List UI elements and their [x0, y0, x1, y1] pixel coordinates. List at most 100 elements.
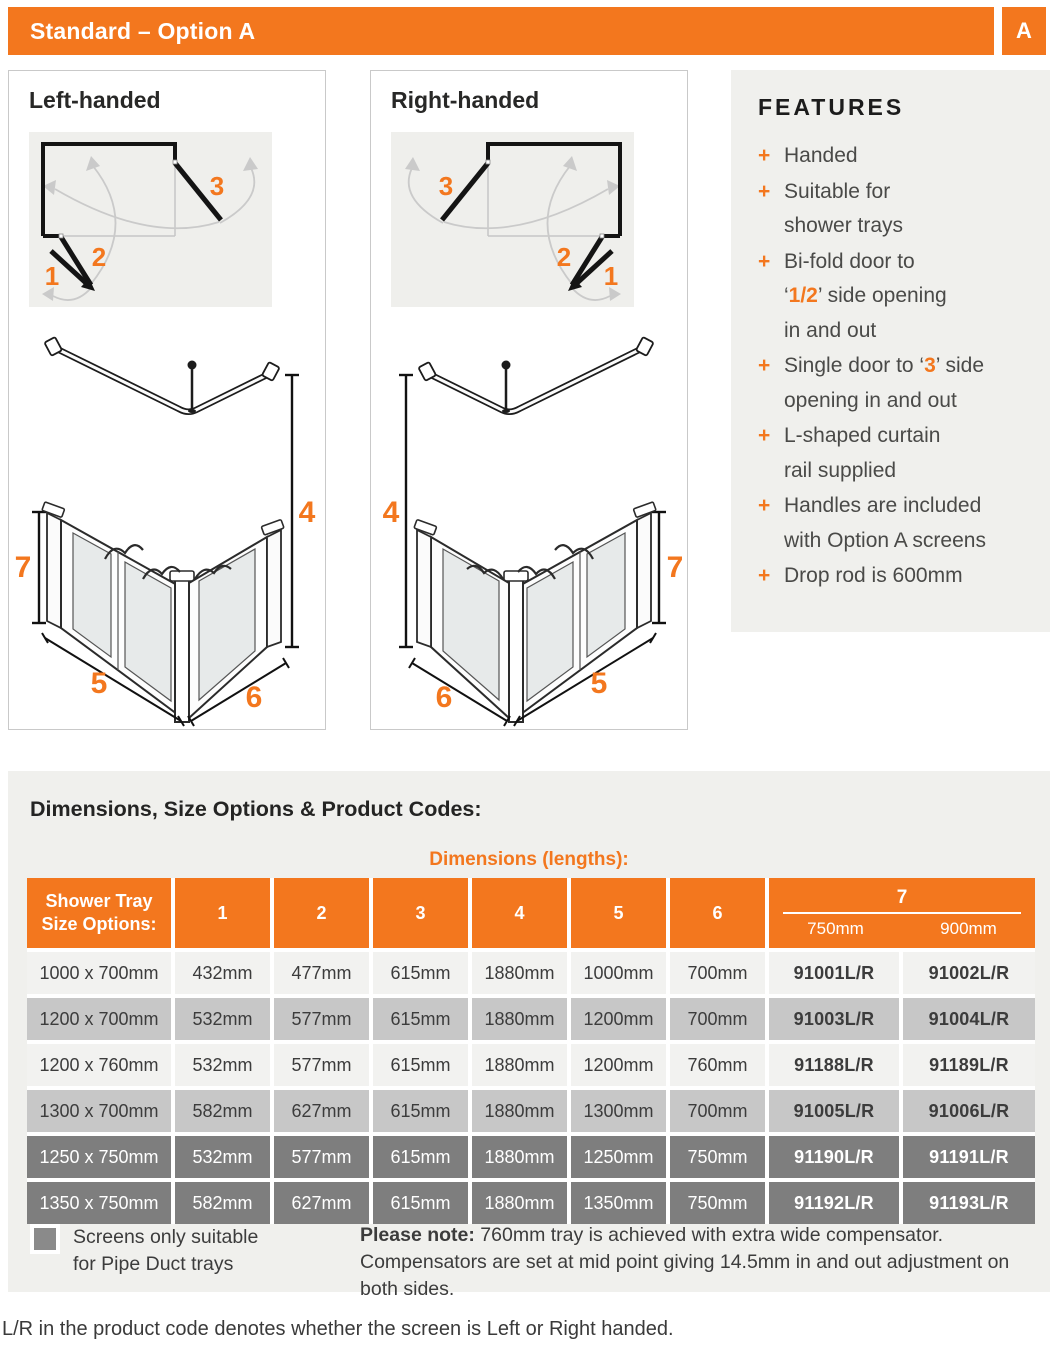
product-code-cell: 91003L/R: [767, 996, 903, 1044]
iso-label-6: 6: [436, 681, 453, 714]
header-width-option: 750mm: [807, 919, 864, 938]
dimension-cell: 1880mm: [470, 1042, 571, 1090]
tray-size-cell: 1350 x 750mm: [27, 1180, 175, 1224]
dimension-cell: 615mm: [371, 1042, 472, 1090]
tray-size-cell: 1200 x 700mm: [27, 996, 175, 1044]
right-handed-plan-diagram: 1 2 3: [391, 132, 634, 307]
dimension-cell: 477mm: [272, 950, 373, 998]
product-code-cell: 91005L/R: [767, 1088, 903, 1136]
dimension-cell: 1300mm: [569, 1088, 670, 1136]
dimension-cell: 1880mm: [470, 1180, 571, 1224]
dimension-cell: 1200mm: [569, 1042, 670, 1090]
feature-item: +Bi-fold door to ‘1/2’ side opening in a…: [758, 245, 1040, 349]
iso-label-5: 5: [91, 667, 108, 700]
feature-text: Suitable for shower trays: [784, 179, 904, 238]
dimension-cell: 532mm: [173, 996, 274, 1044]
gray-swatch-icon: [34, 1228, 56, 1250]
dimension-cell: 582mm: [173, 1180, 274, 1224]
iso-label-4: 4: [299, 496, 316, 529]
note-text: 760mm tray is achieved with extra wide c…: [360, 1224, 1010, 1300]
dimension-cell: 700mm: [668, 996, 769, 1044]
header-dim-6: 6: [668, 878, 769, 952]
plan-label-2: 2: [92, 242, 106, 272]
header-7-sublabels: 750mm 900mm: [769, 919, 1035, 939]
plan-label-2: 2: [557, 242, 571, 272]
product-code-cell: 91189L/R: [901, 1042, 1035, 1090]
dimensions-section: Dimensions, Size Options & Product Codes…: [8, 771, 1050, 1300]
pipe-duct-legend: Screens only suitable for Pipe Duct tray…: [30, 1224, 273, 1278]
dimension-cell: 750mm: [668, 1134, 769, 1182]
dimension-cell: 577mm: [272, 1134, 373, 1182]
dimension-cell: 1350mm: [569, 1180, 670, 1224]
dimension-cell: 1880mm: [470, 996, 571, 1044]
dimension-cell: 1880mm: [470, 950, 571, 998]
left-handed-title: Left-handed: [29, 87, 161, 113]
dimension-cell: 700mm: [668, 950, 769, 998]
footer-note: L/R in the product code denotes whether …: [2, 1318, 674, 1340]
dimension-cell: 1880mm: [470, 1134, 571, 1182]
header-dim-4: 4: [470, 878, 571, 952]
right-handed-panel: Right-handed 1 2 3 4 7 5 6: [370, 70, 688, 730]
header-dim-5: 5: [569, 878, 670, 952]
dimension-cell: 1880mm: [470, 1088, 571, 1136]
dimension-cell: 432mm: [173, 950, 274, 998]
features-heading: FEATURES: [758, 94, 905, 120]
header-shower-tray: Shower Tray Size Options:: [27, 878, 175, 952]
dimension-cell: 1250mm: [569, 1134, 670, 1182]
left-handed-screen-illustration: 4 7 5 6: [15, 329, 316, 729]
iso-label-5: 5: [591, 667, 608, 700]
product-code-cell: 91002L/R: [901, 950, 1035, 998]
right-handed-title: Right-handed: [391, 87, 540, 113]
tray-size-cell: 1000 x 700mm: [27, 950, 175, 998]
tray-size-cell: 1300 x 700mm: [27, 1088, 175, 1136]
plus-bullet-icon: +: [758, 494, 771, 517]
left-handed-panel: Left-handed 1 2 3 4 7 5 6: [8, 70, 326, 730]
plus-bullet-icon: +: [758, 249, 771, 273]
plan-label-3: 3: [439, 171, 453, 201]
feature-item: +Handed: [758, 139, 1040, 174]
tray-size-cell: 1200 x 760mm: [27, 1042, 175, 1090]
dimension-cell: 760mm: [668, 1042, 769, 1090]
plan-label-1: 1: [45, 261, 59, 291]
dimension-cell: 615mm: [371, 1134, 472, 1182]
feature-item: +Suitable for shower trays: [758, 175, 1040, 244]
product-code-cell: 91192L/R: [767, 1180, 903, 1224]
left-handed-plan-diagram: 1 2 3: [29, 132, 272, 307]
note-bold: Please note:: [360, 1224, 475, 1246]
right-handed-screen-illustration: 4 7 5 6: [383, 329, 683, 729]
dimension-cell: 1000mm: [569, 950, 670, 998]
feature-item: +Handles are included with Option A scre…: [758, 489, 1040, 558]
feature-item: +L-shaped curtain rail supplied: [758, 419, 1040, 488]
feature-item: +Single door to ‘3’ side opening in and …: [758, 349, 1040, 418]
feature-item: +Drop rod is 600mm: [758, 559, 1040, 594]
option-badge: A: [1002, 7, 1046, 55]
product-code-cell: 91004L/R: [901, 996, 1035, 1044]
dimensions-title: Dimensions, Size Options & Product Codes…: [30, 797, 482, 821]
dimension-cell: 532mm: [173, 1042, 274, 1090]
dimension-cell: 615mm: [371, 950, 472, 998]
dimension-cell: 615mm: [371, 1088, 472, 1136]
tray-size-cell: 1250 x 750mm: [27, 1134, 175, 1182]
dimension-cell: 700mm: [668, 1088, 769, 1136]
plus-bullet-icon: +: [758, 144, 771, 167]
product-code-cell: 91193L/R: [901, 1180, 1035, 1224]
features-panel: FEATURES +Handed+Suitable for shower tra…: [731, 70, 1050, 632]
dimension-cell: 577mm: [272, 996, 373, 1044]
product-code-cell: 91188L/R: [767, 1042, 903, 1090]
dimension-cell: 627mm: [272, 1180, 373, 1224]
dimension-cell: 615mm: [371, 996, 472, 1044]
feature-text: Single door to ‘3’ side opening in and o…: [784, 354, 985, 412]
header-width-option: 900mm: [940, 919, 997, 938]
iso-label-7: 7: [15, 551, 32, 584]
